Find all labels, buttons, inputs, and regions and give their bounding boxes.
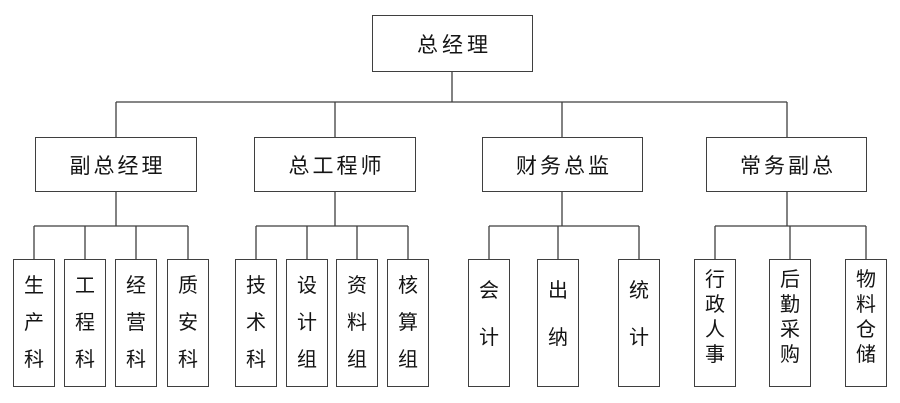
node-label: 经营科 <box>126 275 146 371</box>
node-label: 出纳 <box>548 280 568 349</box>
node-label: 副总经理 <box>69 153 166 178</box>
node-label: 工程科 <box>75 275 95 371</box>
node-production-dept: 生产科 <box>13 259 55 387</box>
node-chief-engineer: 总工程师 <box>254 137 416 192</box>
node-executive-deputy: 常务副总 <box>706 137 867 192</box>
node-label: 核算组 <box>398 275 418 371</box>
node-label: 质安科 <box>178 275 198 371</box>
node-label: 技术科 <box>246 275 266 371</box>
node-quality-safety-dept: 质安科 <box>167 259 209 387</box>
node-label: 总经理 <box>417 32 492 57</box>
node-accountant: 会计 <box>468 259 510 387</box>
node-label: 统计 <box>629 280 649 349</box>
node-general-manager: 总经理 <box>372 15 533 72</box>
node-label: 行政人事 <box>705 269 725 366</box>
node-material-warehouse: 物料仓储 <box>845 259 887 387</box>
node-label: 常务副总 <box>740 153 836 178</box>
node-cost-accounting-group: 核算组 <box>387 259 429 387</box>
node-label: 设计组 <box>297 275 317 371</box>
node-technology-dept: 技术科 <box>235 259 277 387</box>
node-label: 财务总监 <box>516 153 612 178</box>
node-label: 总工程师 <box>288 153 385 178</box>
node-logistics-procurement: 后勤采购 <box>769 259 811 387</box>
node-label: 后勤采购 <box>780 269 800 366</box>
node-operations-dept: 经营科 <box>115 259 157 387</box>
node-label: 生产科 <box>24 275 44 371</box>
node-statistics: 统计 <box>618 259 660 387</box>
node-documentation-group: 资料组 <box>336 259 378 387</box>
node-label: 物料仓储 <box>856 269 876 366</box>
node-engineering-dept: 工程科 <box>64 259 106 387</box>
node-admin-hr: 行政人事 <box>694 259 736 387</box>
node-deputy-general-manager: 副总经理 <box>35 137 197 192</box>
node-finance-director: 财务总监 <box>482 137 643 192</box>
node-design-group: 设计组 <box>286 259 328 387</box>
node-cashier: 出纳 <box>537 259 579 387</box>
node-label: 会计 <box>479 280 499 349</box>
node-label: 资料组 <box>347 275 367 371</box>
